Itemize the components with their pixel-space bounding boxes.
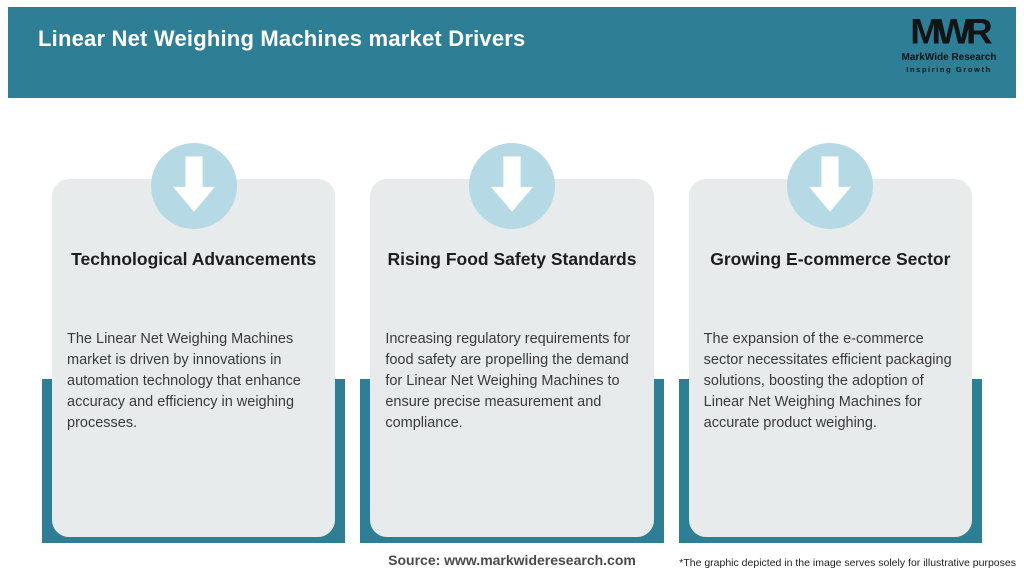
card-body: Growing E-commerce Sector The expansion … bbox=[688, 179, 972, 537]
driver-card-rising-food-safety-standards: Rising Food Safety Standards Increasing … bbox=[360, 143, 664, 547]
card-body: Rising Food Safety Standards Increasing … bbox=[370, 179, 654, 537]
card-title: Growing E-commerce Sector bbox=[710, 249, 951, 269]
logo-name: MarkWide Research bbox=[901, 52, 997, 63]
source-text: Source: www.markwideresearch.com bbox=[388, 552, 636, 568]
page-title: Linear Net Weighing Machines market Driv… bbox=[38, 26, 526, 51]
disclaimer-text: *The graphic depicted in the image serve… bbox=[679, 557, 1016, 569]
card-description: The expansion of the e-commerce sector n… bbox=[703, 331, 952, 431]
down-arrow-icon bbox=[787, 143, 874, 229]
driver-card-technological-advancements: Technological Advancements The Linear Ne… bbox=[42, 143, 346, 547]
header-bar: Linear Net Weighing Machines market Driv… bbox=[8, 7, 1016, 98]
card-title: Rising Food Safety Standards bbox=[387, 249, 637, 269]
down-arrow-icon bbox=[468, 143, 555, 229]
card-title: Technological Advancements bbox=[71, 249, 317, 269]
driver-card-growing-e-commerce-sector: Growing E-commerce Sector The expansion … bbox=[678, 143, 982, 547]
logo-tagline: Inspiring Growth bbox=[906, 65, 992, 74]
markwide-logo: MWR MarkWide Research Inspiring Growth bbox=[894, 12, 1004, 74]
card-description: The Linear Net Weighing Machines market … bbox=[67, 331, 301, 431]
card-body: Technological Advancements The Linear Ne… bbox=[52, 179, 336, 537]
card-description: Increasing regulatory requirements for f… bbox=[385, 331, 631, 431]
down-arrow-icon bbox=[150, 143, 237, 229]
drivers-row: Technological Advancements The Linear Ne… bbox=[42, 143, 982, 547]
mwr-logo-icon: MWR bbox=[910, 12, 992, 52]
